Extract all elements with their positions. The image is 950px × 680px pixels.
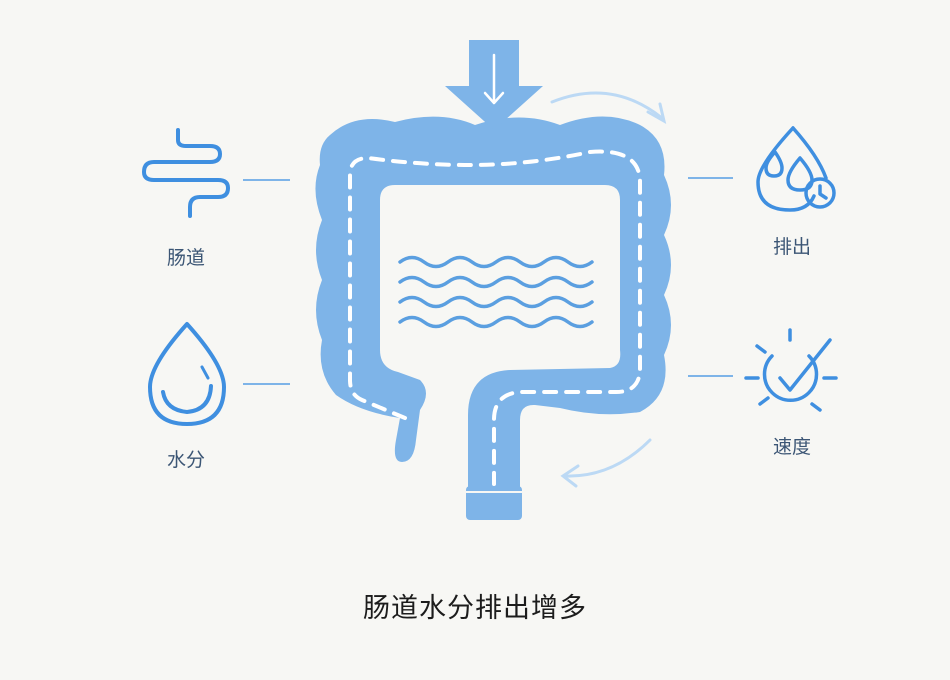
water-label: 水分: [166, 449, 205, 471]
colon-illustration: [315, 116, 671, 520]
colon-body: [315, 116, 671, 490]
speed-gauge-icon: [744, 328, 838, 412]
water-waves: [398, 255, 594, 329]
diagram-caption: 肠道水分排出增多: [363, 593, 587, 624]
water-drops-timer-icon: [756, 126, 836, 212]
excretion-label: 排出: [772, 236, 811, 258]
intestine-label: 肠道: [166, 247, 205, 269]
intestine-icon: [142, 128, 230, 218]
water-drop-icon: [148, 322, 226, 426]
connector-lines: [243, 177, 733, 385]
down-arrow-icon: [445, 40, 543, 130]
colon-flow-path: [348, 149, 642, 486]
curved-arrow-top-icon: [550, 91, 667, 124]
curved-arrow-bottom-icon: [560, 438, 652, 488]
speed-label: 速度: [772, 436, 811, 458]
colon-end-cap: [466, 486, 522, 520]
